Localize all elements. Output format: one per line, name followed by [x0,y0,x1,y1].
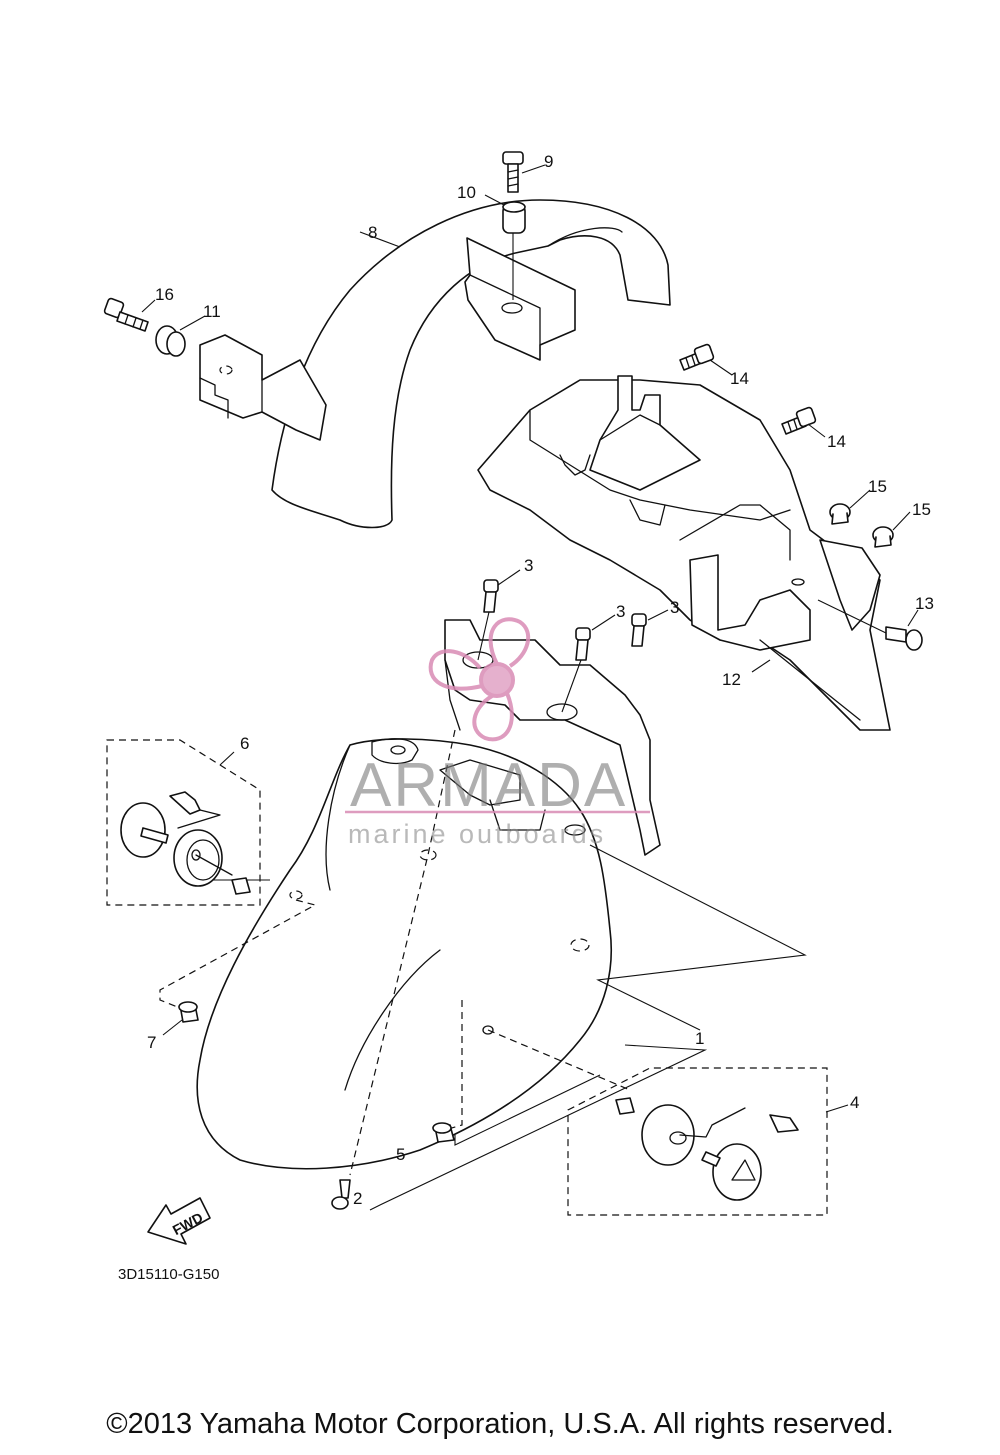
callout-9: 9 [544,152,553,171]
callout-14b: 14 [827,432,846,451]
rear-fender-part [199,199,671,529]
callout-8: 8 [368,223,377,242]
armada-logo: ARMADA marine outboards [345,617,650,849]
drawing-code: 3D15110-G150 [118,1266,219,1283]
copyright-notice: ©2013 Yamaha Motor Corporation, U.S.A. A… [106,1408,894,1440]
callout-2: 2 [353,1189,362,1208]
bolt-14-upper-icon [679,343,715,371]
callout-14a: 14 [730,369,749,388]
rear-inner-fender-part [477,375,891,731]
callout-15a: 15 [868,477,887,496]
callout-5: 5 [396,1145,405,1164]
bolt-3-b-icon [561,627,591,713]
callout-1: 1 [695,1029,704,1048]
bolt-9-icon [502,151,524,193]
bolt-14-lower-icon [781,406,817,435]
collar-11-icon [155,325,186,357]
callout-11: 11 [203,302,221,321]
callout-3a: 3 [524,556,533,575]
screw-2-icon [331,1179,351,1210]
callout-6: 6 [240,734,249,753]
reflector-assembly-4 [567,1067,828,1216]
watermark-brand: ARMADA [350,751,627,820]
callout-7: 7 [147,1033,156,1052]
clip-15-right-icon [872,526,894,548]
collar-10-icon [502,201,526,234]
callout-10: 10 [457,183,476,202]
callout-3b: 3 [616,602,625,621]
callout-12: 12 [722,670,741,689]
watermark-tagline: marine outboards [348,819,606,849]
callout-13: 13 [915,594,934,613]
bolt-3-a-icon [477,579,499,661]
forward-direction-icon: FWD [147,1197,211,1245]
nut-7-icon [178,1001,199,1023]
callout-15b: 15 [912,500,931,519]
bolt-3-c-icon [631,613,647,647]
nut-5-icon [432,1122,455,1143]
callout-16: 16 [155,285,174,304]
propeller-icon [428,617,531,742]
bolt-16-icon [103,297,149,332]
rivet-13-icon [817,599,923,651]
clip-15-left-icon [829,503,851,525]
reflector-assembly-6 [106,739,261,906]
callout-3c: 3 [670,598,679,617]
callout-4: 4 [850,1093,859,1112]
